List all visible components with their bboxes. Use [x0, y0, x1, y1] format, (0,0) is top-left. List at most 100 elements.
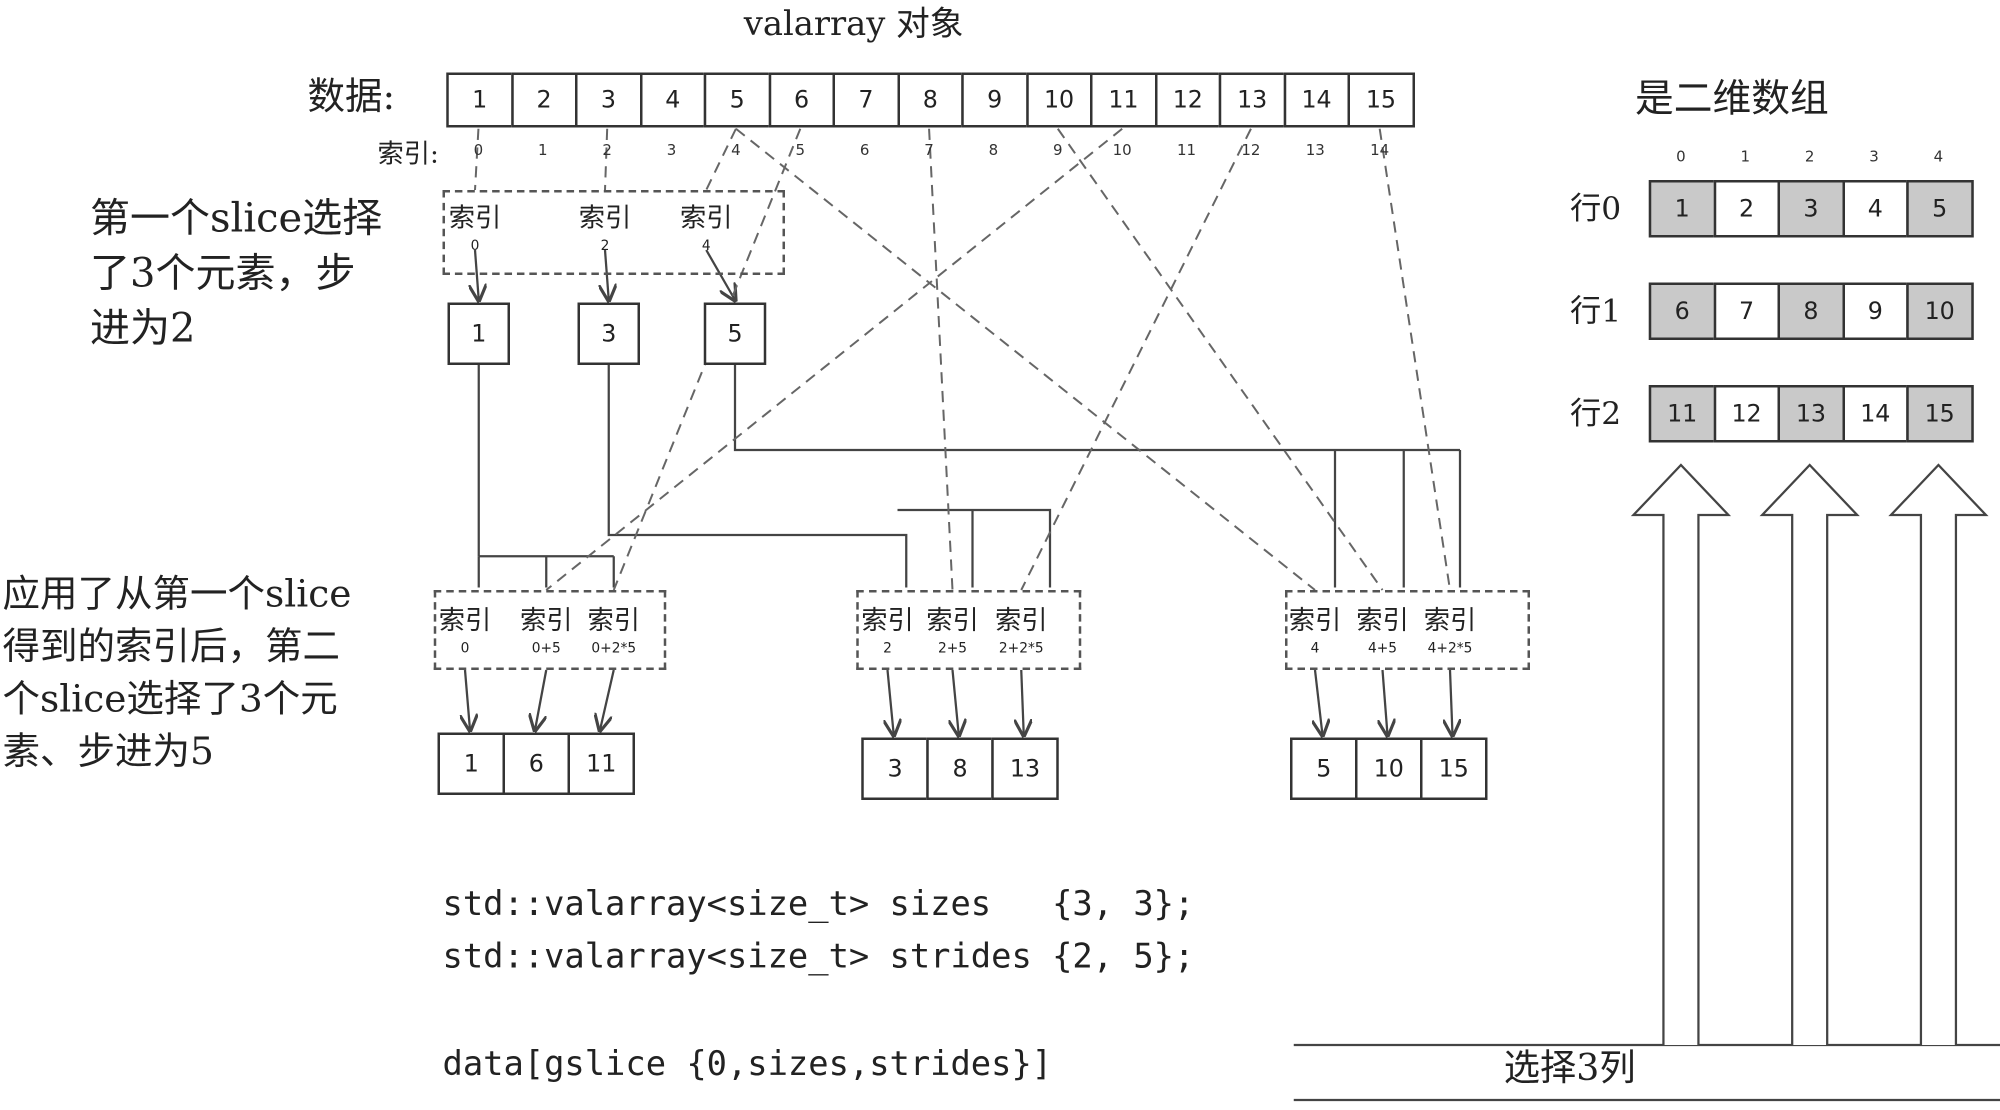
matrix-column-index: 0	[1676, 147, 1686, 166]
data-cell: 13	[1218, 72, 1286, 128]
slot-label: 索引	[578, 202, 632, 233]
slot-index: 2+2*5	[998, 640, 1044, 657]
second-slice-result-cell: 10	[1355, 737, 1423, 800]
tree-connector	[733, 365, 1460, 452]
matrix-title: 是二维数组	[1635, 76, 1829, 122]
arrow-connector	[1383, 669, 1388, 735]
data-cell: 15	[1347, 72, 1415, 128]
first-slice-slot: 索引 0	[438, 198, 513, 254]
arrow-connector	[465, 669, 470, 730]
slot-label: 索引	[438, 605, 492, 635]
data-index: 0	[473, 141, 484, 159]
arrow-connector	[535, 669, 548, 730]
second-slice-result-cell: 13	[991, 737, 1059, 800]
data-cell: 14	[1283, 72, 1350, 128]
second-slice-note-line3: 个slice选择了3个元	[2, 677, 338, 722]
data-index: 3	[666, 141, 677, 159]
matrix-cell: 3	[1777, 180, 1845, 238]
column-select-arrow	[1630, 463, 1732, 1045]
data-label: 数据:	[307, 75, 396, 119]
slot-label: 索引	[448, 202, 502, 233]
matrix-cell: 8	[1777, 282, 1845, 340]
data-index: 6	[859, 141, 870, 159]
matrix-cell: 7	[1713, 282, 1780, 340]
matrix-row-label: 行1	[1570, 292, 1622, 329]
data-cell: 8	[896, 72, 964, 128]
data-index: 2	[602, 141, 612, 159]
slot-index: 2+5	[937, 640, 968, 657]
second-slice-slot: 索引 4	[1278, 600, 1353, 656]
slot-index: 4	[1310, 640, 1320, 657]
slot-label: 索引	[995, 605, 1048, 635]
slot-index: 0	[470, 237, 480, 254]
data-cell: 11	[1090, 72, 1157, 128]
second-slice-note-line1: 应用了从第一个slice	[2, 572, 352, 617]
data-index: 13	[1305, 141, 1325, 159]
data-index: 11	[1177, 141, 1197, 159]
dashed-connector	[735, 127, 1316, 591]
data-index: 4	[731, 141, 741, 159]
matrix-row-label: 行2	[1570, 395, 1622, 432]
arrow-connector	[1450, 669, 1453, 735]
data-cell: 7	[832, 72, 900, 128]
data-index: 8	[988, 141, 999, 159]
data-cell: 6	[768, 72, 835, 128]
second-slice-box	[1285, 590, 1530, 670]
data-cell: 1	[446, 72, 514, 128]
first-slice-box	[442, 190, 785, 275]
diagram-title: valarray 对象	[743, 5, 964, 44]
matrix-cell: 2	[1713, 180, 1780, 238]
column-select-arrow	[1888, 463, 1989, 1045]
matrix-cell: 1	[1648, 180, 1716, 238]
dashed-connector	[1056, 128, 1384, 591]
data-cell: 12	[1154, 72, 1222, 128]
matrix-row-label: 行0	[1570, 190, 1622, 227]
data-cell: 2	[510, 72, 578, 128]
second-slice-slot: 索引 2+2*5	[984, 600, 1059, 656]
data-index: 7	[924, 141, 934, 159]
select-columns-label: 选择3列	[1503, 1046, 1636, 1089]
matrix-cell: 12	[1713, 385, 1780, 443]
data-cell: 3	[575, 72, 642, 128]
second-slice-slot: 索引 0+2*5	[576, 600, 651, 656]
slot-label: 索引	[520, 605, 573, 635]
slot-index: 0+2*5	[591, 640, 637, 657]
second-slice-box	[433, 590, 667, 670]
matrix-column-index: 4	[1933, 147, 1944, 166]
second-slice-result-cell: 5	[1290, 737, 1358, 800]
dashed-connector	[545, 127, 1123, 591]
first-slice-slot: 索引 2	[568, 198, 643, 254]
second-slice-box	[856, 590, 1082, 670]
data-index: 14	[1370, 141, 1390, 159]
slot-index: 2	[600, 237, 610, 254]
column-select-arrow	[1759, 463, 1860, 1045]
matrix-column-index: 1	[1740, 147, 1751, 166]
first-slice-result: 5	[703, 302, 767, 365]
data-index: 5	[795, 141, 806, 159]
dashed-connector	[474, 128, 480, 191]
tree-connector	[607, 365, 908, 588]
slot-label: 索引	[587, 605, 641, 635]
first-slice-note-line2: 了3个元素，步	[90, 248, 356, 297]
slot-label: 索引	[1288, 605, 1342, 635]
matrix-cell: 15	[1906, 385, 1974, 443]
data-index: 12	[1241, 141, 1261, 159]
data-cell: 9	[961, 72, 1029, 128]
slot-index: 4	[701, 237, 711, 254]
code-line-strides: std::valarray<size_t> strides {2, 5};	[442, 937, 1195, 977]
second-slice-result-cell: 3	[861, 737, 929, 800]
matrix-cell: 5	[1906, 180, 1974, 238]
second-slice-note-line2: 得到的索引后，第二	[2, 625, 341, 669]
slot-label: 索引	[1423, 605, 1477, 635]
dashed-connector	[928, 128, 954, 591]
dashed-connector	[604, 128, 609, 191]
second-slice-result-cell: 11	[567, 732, 635, 795]
first-slice-result: 1	[447, 302, 510, 365]
dashed-connector	[705, 128, 737, 191]
